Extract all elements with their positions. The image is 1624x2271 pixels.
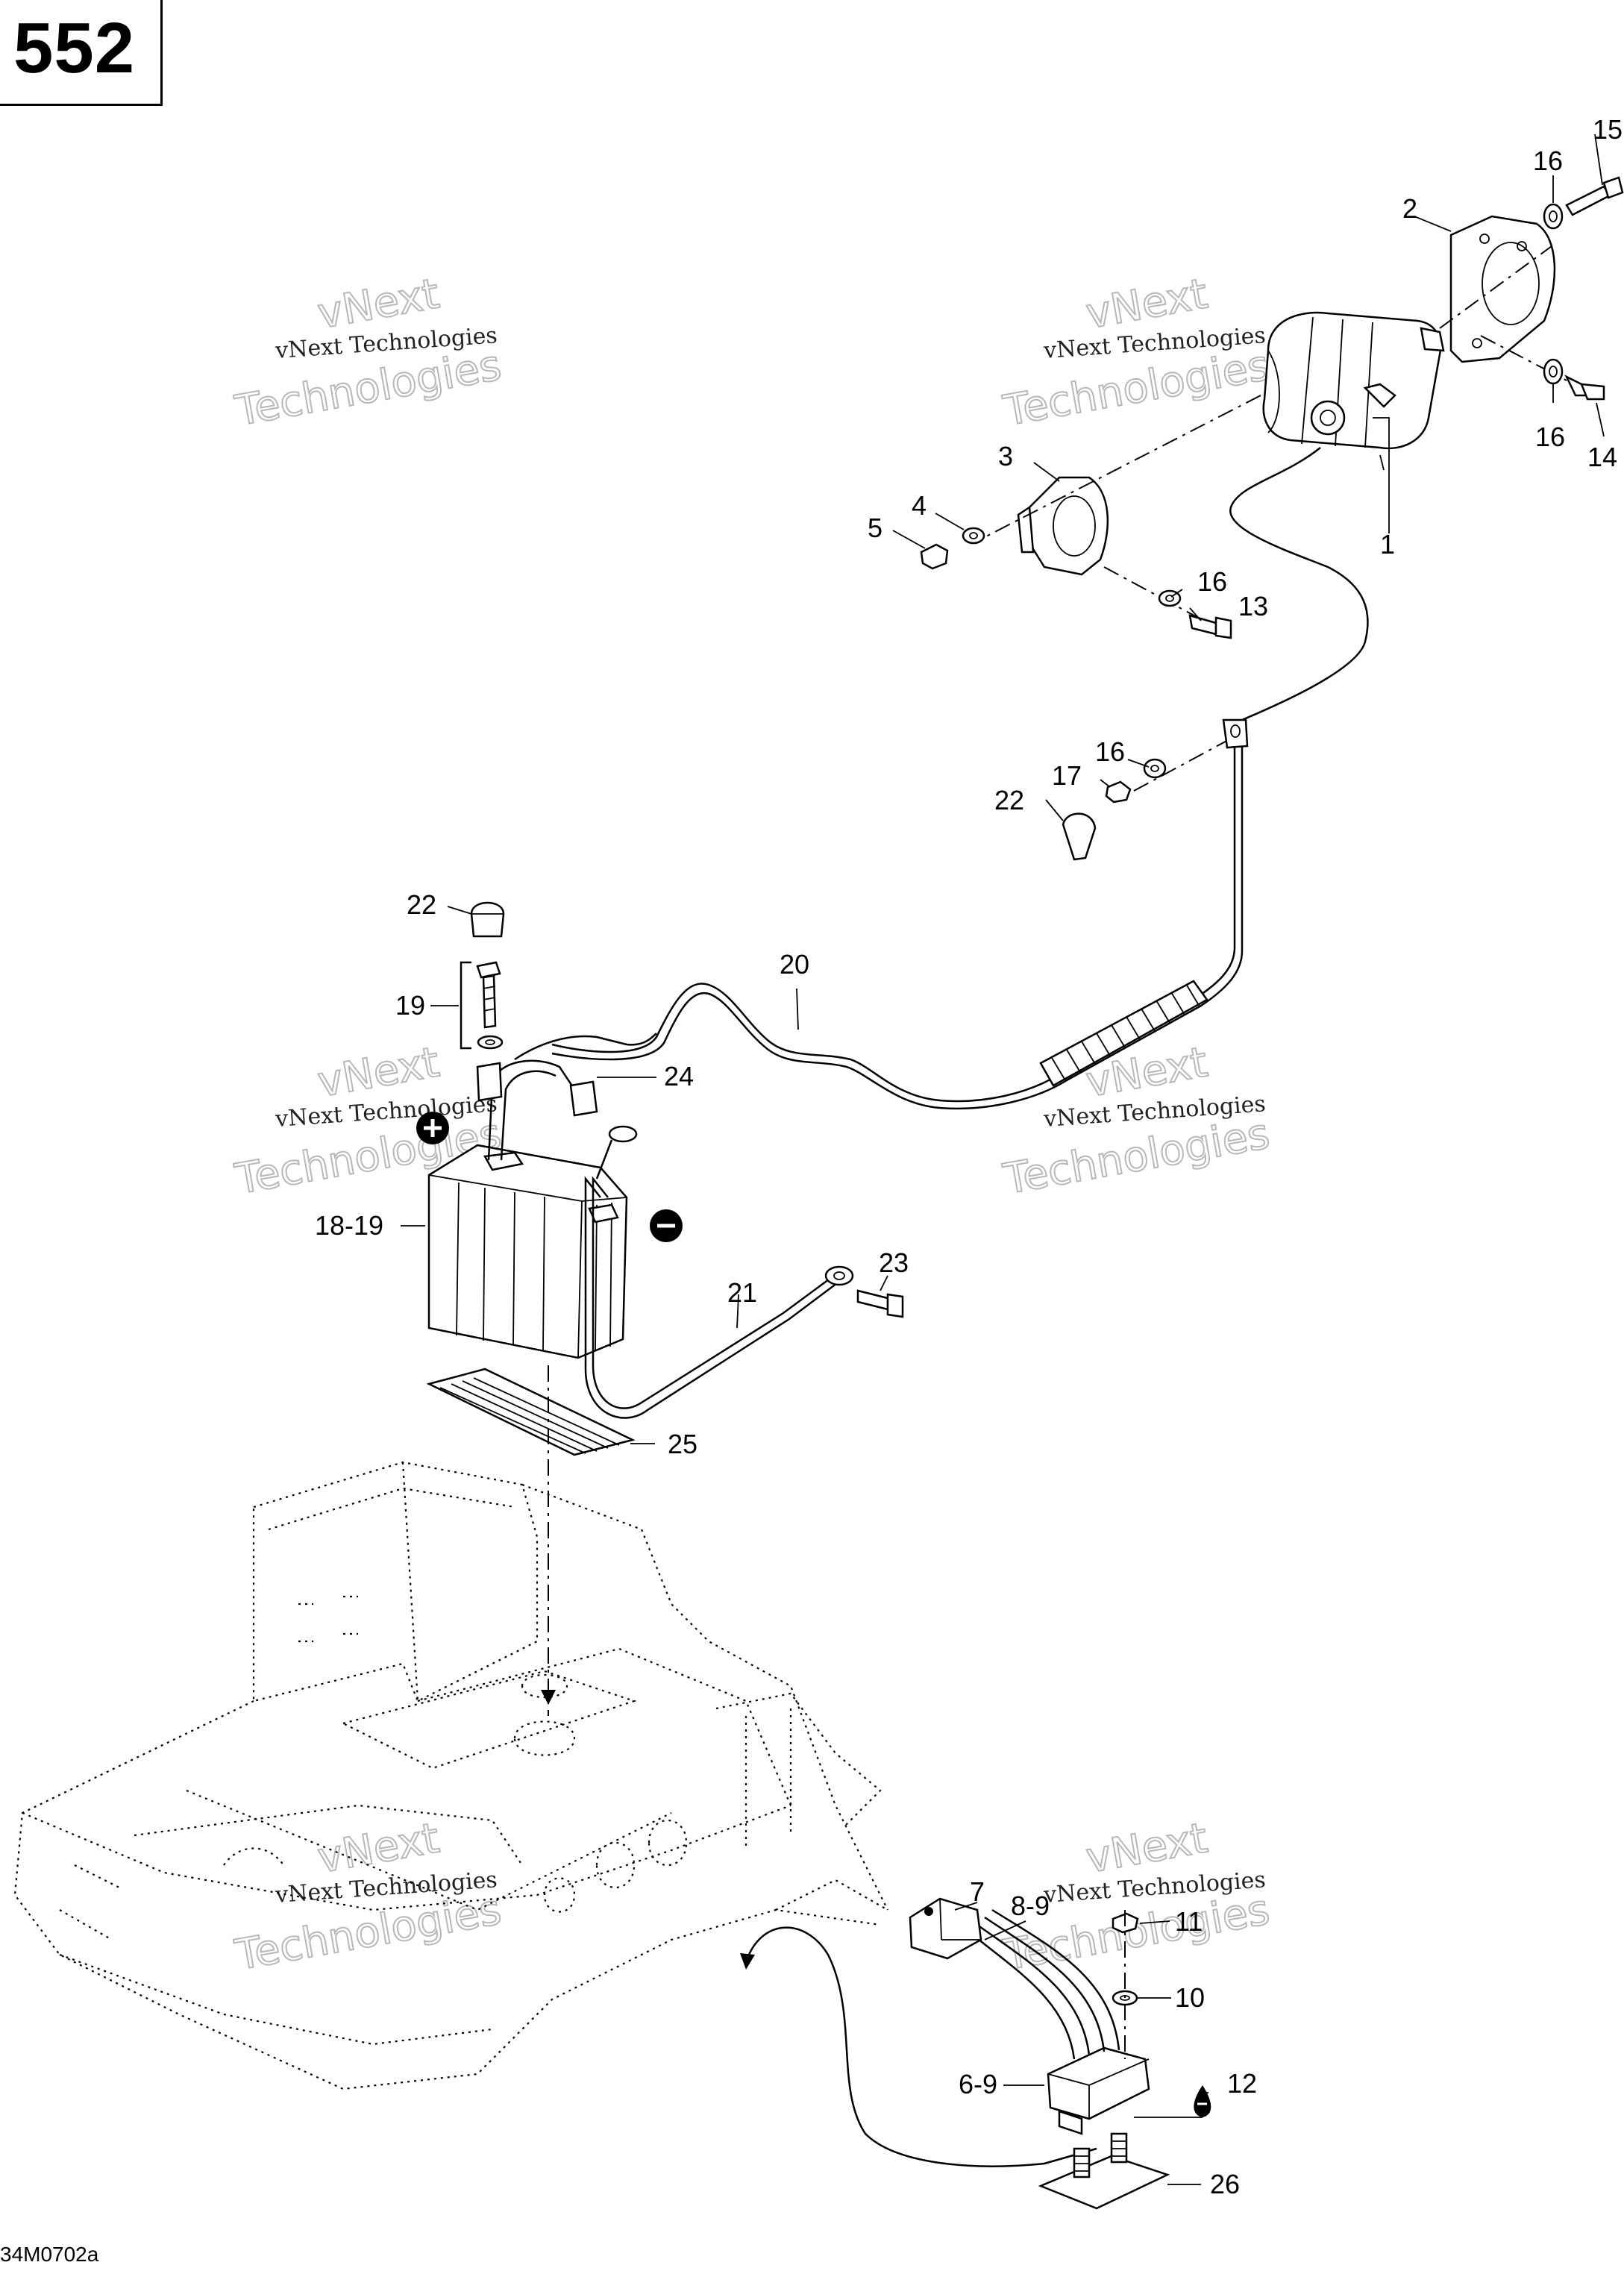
- callout-8-9: 8-9: [1011, 1891, 1050, 1921]
- callout-19: 19: [395, 990, 425, 1021]
- callout-22-battery: 22: [407, 889, 436, 920]
- callout-24: 24: [664, 1061, 694, 1091]
- positive-terminal-icon: [416, 1112, 449, 1144]
- callout-14: 14: [1587, 442, 1617, 472]
- nut-5: [920, 543, 949, 570]
- callout-16-terminal: 16: [1095, 736, 1125, 767]
- washer-16-terminal: [1143, 758, 1167, 779]
- bolt-23: [856, 1289, 904, 1318]
- drawing-code: 34M0702a: [0, 2243, 99, 2266]
- callout-4: 4: [912, 490, 927, 521]
- bolt-15: [1565, 176, 1624, 216]
- leader-lines: [401, 134, 1605, 2185]
- centerline-terminal: [1133, 738, 1232, 792]
- callout-6-9: 6-9: [959, 2069, 997, 2099]
- routing-arrow: [744, 1926, 1097, 2167]
- routing-arrowhead: [740, 1953, 755, 1970]
- bracket-3: [1017, 476, 1109, 576]
- loctite-drop-icon: [1194, 2085, 1211, 2117]
- centerline-bolt14: [1480, 335, 1567, 381]
- starter-cable-20: [551, 718, 1249, 1110]
- callout-18-19: 18-19: [315, 1210, 383, 1241]
- connector-7: [909, 1897, 982, 1960]
- callout-2: 2: [1402, 193, 1417, 224]
- cap-22-battery: [470, 901, 505, 938]
- washer-19: [477, 1035, 504, 1050]
- bolt-14: [1564, 375, 1605, 401]
- callout-7: 7: [970, 1876, 985, 1907]
- centerline-bracket3: [984, 395, 1261, 538]
- callout-1: 1: [1380, 529, 1395, 560]
- centerline-bolt13: [1103, 566, 1202, 620]
- negative-cable-21: [584, 1125, 854, 1419]
- callout-16-mid: 16: [1197, 566, 1227, 597]
- page-number-box: 552: [0, 0, 163, 106]
- watermark-top-left: vNext Technologies vNext Technologies: [231, 269, 506, 436]
- bolt-13: [1188, 614, 1232, 639]
- mounting-plate-26: [1038, 2132, 1170, 2210]
- bracket-19: [460, 961, 471, 1050]
- chassis-frame: [13, 1461, 888, 2090]
- washer-4: [962, 527, 985, 545]
- starter-lead: [1229, 447, 1369, 721]
- bracket-2: [1449, 215, 1556, 363]
- nut-17: [1105, 780, 1132, 804]
- callout-labels: 1 2 3 4 5 7 8-9 10 11 12 13 14 15 16 16 …: [315, 114, 1623, 2199]
- callout-23: 23: [879, 1247, 909, 1278]
- watermark-bottom-left: vNext Technologies vNext Technologies: [231, 1813, 506, 1981]
- wire-harness: [969, 1908, 1120, 2060]
- centerline-bracket2: [1439, 245, 1552, 329]
- callout-16-right: 16: [1535, 422, 1565, 452]
- washer-16-top: [1543, 203, 1564, 230]
- callout-22-terminal: 22: [994, 785, 1024, 815]
- callout-12: 12: [1227, 2068, 1257, 2099]
- battery: [427, 1144, 628, 1359]
- voltage-regulator: [1047, 2046, 1150, 2135]
- callout-3: 3: [998, 441, 1013, 472]
- callout-11: 11: [1175, 1906, 1203, 1937]
- negative-terminal-icon: [650, 1209, 683, 1242]
- battery-pad-25: [426, 1368, 636, 1456]
- callout-13: 13: [1238, 591, 1268, 621]
- callout-25: 25: [668, 1429, 697, 1459]
- callout-5: 5: [868, 513, 882, 543]
- callout-16-top: 16: [1533, 145, 1563, 176]
- page-number: 552: [13, 8, 136, 88]
- positive-strap-24: [476, 1033, 657, 1161]
- callout-10: 10: [1175, 1982, 1205, 2013]
- arrow-battery-down: [541, 1690, 556, 1705]
- starter-motor: [1262, 311, 1445, 471]
- callout-20: 20: [780, 949, 809, 980]
- callout-15: 15: [1593, 114, 1623, 145]
- callout-17: 17: [1052, 760, 1082, 791]
- callout-21: 21: [727, 1277, 757, 1308]
- bolt-19: [476, 961, 501, 1029]
- washer-16-right: [1543, 358, 1564, 385]
- callout-26: 26: [1210, 2169, 1240, 2199]
- cap-22-terminal: [1062, 812, 1097, 861]
